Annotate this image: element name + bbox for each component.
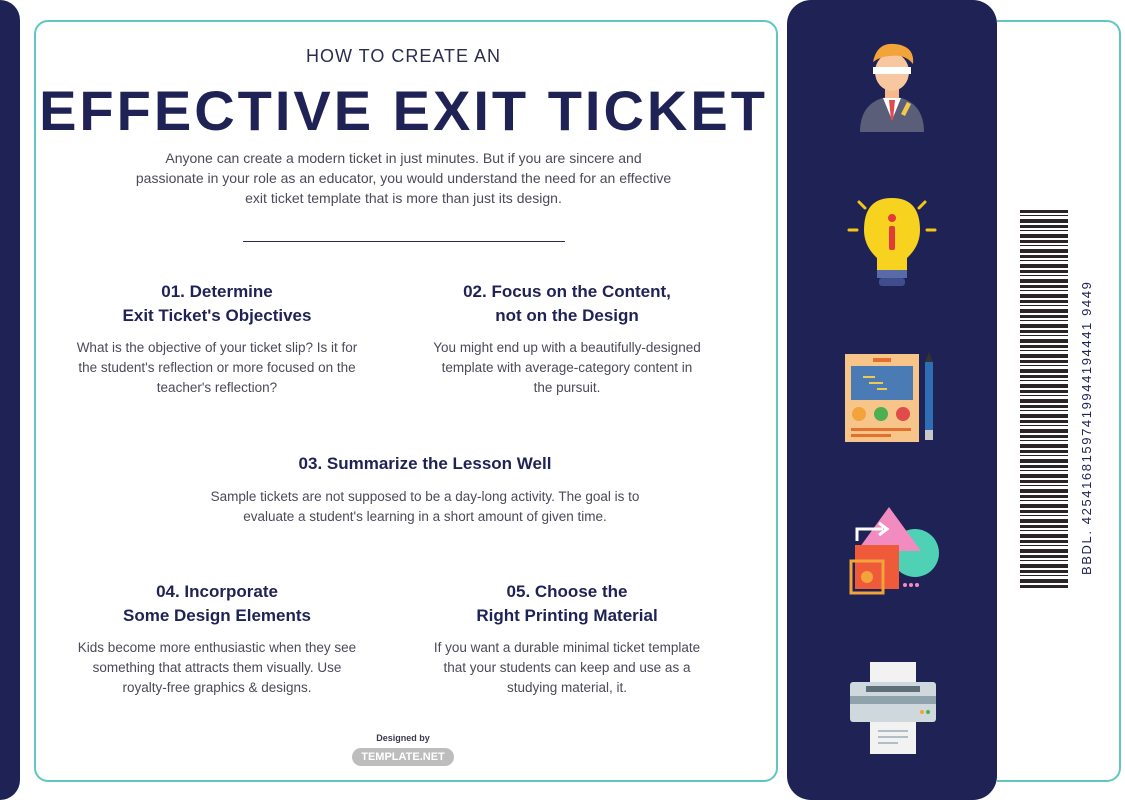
barcode xyxy=(1020,210,1068,590)
section-04-title-line2: Some Design Elements xyxy=(122,606,311,625)
section-05-title-line2: Right Printing Material xyxy=(476,606,658,625)
section-05-body: If you want a durable minimal ticket tem… xyxy=(433,640,701,695)
section-01-title: 01. Determine Exit Ticket's Objectives xyxy=(72,280,362,328)
barcode-number: BBDL. 42541681597419944194441 9449 xyxy=(1079,280,1094,575)
section-05-title-line1: 05. Choose the xyxy=(506,582,628,601)
section-02-title: 02. Focus on the Content, not on the Des… xyxy=(422,280,712,328)
section-02-body: You might end up with a beautifully-desi… xyxy=(433,340,701,395)
section-02-title-line1: 02. Focus on the Content, xyxy=(463,282,671,301)
pre-title: HOW TO CREATE AN xyxy=(305,46,502,66)
printer-icon xyxy=(848,660,938,761)
section-05-title: 05. Choose the Right Printing Material xyxy=(422,580,712,628)
lightbulb-icon xyxy=(845,192,939,297)
ticket-border-frame xyxy=(34,20,778,782)
tablet-pencil-icon xyxy=(843,352,943,451)
ticket-main-body xyxy=(20,0,787,800)
teacher-icon xyxy=(855,40,929,139)
designed-by-label: Designed by xyxy=(376,733,430,743)
section-04-title: 04. Incorporate Some Design Elements xyxy=(72,580,362,628)
shapes-icon xyxy=(845,505,943,606)
section-04-title-line1: 04. Incorporate xyxy=(156,582,278,601)
brand-logo[interactable]: TEMPLATE.NET xyxy=(352,748,454,766)
ticket-left-notch xyxy=(0,0,20,800)
section-01-title-line2: Exit Ticket's Objectives xyxy=(122,306,312,325)
section-02-title-line2: not on the Design xyxy=(495,306,639,325)
section-03-title: 03. Summarize the Lesson Well xyxy=(298,454,552,473)
section-01-body: What is the objective of your ticket sli… xyxy=(76,340,358,395)
title-divider xyxy=(243,241,565,242)
section-03-body: Sample tickets are not supposed to be a … xyxy=(210,489,640,524)
stub-border-frame xyxy=(997,20,1121,782)
page-title: EFFECTIVE EXIT TICKET xyxy=(39,79,768,142)
section-04-body: Kids become more enthusiastic when they … xyxy=(77,640,357,695)
section-01-title-line1: 01. Determine xyxy=(161,282,273,301)
intro-paragraph: Anyone can create a modern ticket in jus… xyxy=(135,150,672,206)
